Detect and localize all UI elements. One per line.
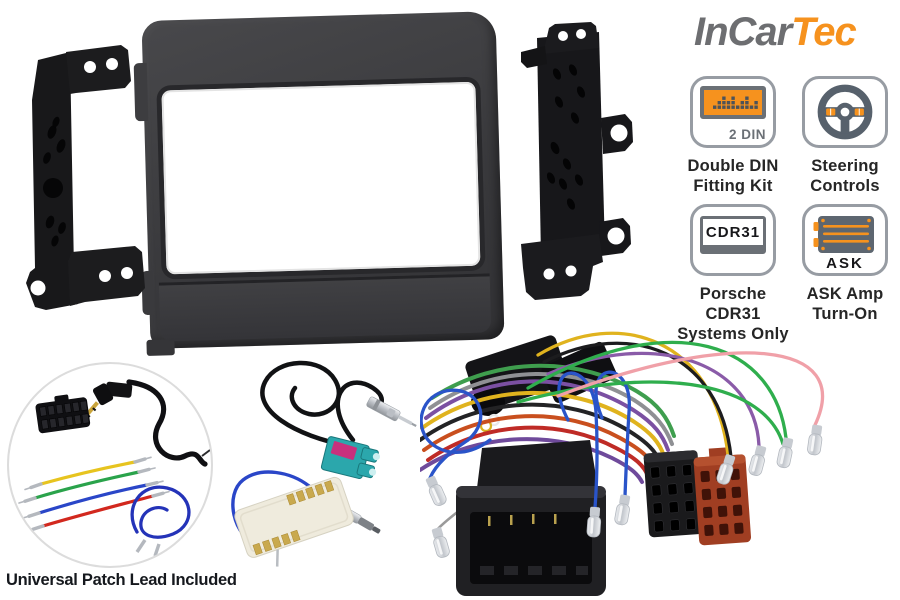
jack-cable xyxy=(126,379,208,467)
din-aerial-plug xyxy=(366,396,417,428)
double-din-radio-icon: 2 DIN xyxy=(690,76,776,148)
feature-label: Porsche CDR31 Systems Only xyxy=(677,285,789,343)
feature-cdr31: CDR31 Porsche CDR31 Systems Only xyxy=(672,204,794,344)
cdr31-badge-text: CDR31 xyxy=(700,216,766,254)
ask-badge-text: ASK xyxy=(826,255,864,272)
brand-logo: InCarTec xyxy=(694,10,890,55)
fascia-foot-tab xyxy=(146,339,175,356)
patch-lead-caption: Universal Patch Lead Included xyxy=(6,571,237,589)
cdr31-screen-icon: CDR31 xyxy=(690,204,776,276)
din-badge-text: 2 DIN xyxy=(728,127,766,142)
feature-ask-amp: ASK ASK Amp Turn-On xyxy=(784,204,900,325)
blue-loops-mid xyxy=(557,370,631,510)
quadlock-connector xyxy=(456,440,606,596)
feature-label: Double DIN Fitting Kit xyxy=(687,157,779,195)
amplifier-icon: ASK xyxy=(802,204,888,276)
mounting-bracket-left xyxy=(26,45,145,310)
jumper-wires xyxy=(18,456,170,532)
wiring-harness-photo xyxy=(420,331,825,596)
feature-label: ASK Amp Turn-On xyxy=(806,285,884,323)
white-connector-block xyxy=(234,476,354,567)
patch-lead-photo xyxy=(7,362,213,568)
fakra-connector xyxy=(320,436,381,480)
blue-loop-left xyxy=(420,388,492,480)
feature-label: Steering Controls xyxy=(810,157,880,195)
mounting-bracket-right xyxy=(521,22,633,300)
blue-coiled-lead xyxy=(130,485,191,557)
equalizer-dots-icon xyxy=(713,96,758,109)
steering-wheel-icon xyxy=(802,76,888,148)
iso-connector-red xyxy=(693,447,752,546)
feature-double-din: 2 DIN Double DIN Fitting Kit xyxy=(672,76,794,197)
iso-connector-black xyxy=(643,450,703,538)
radio-display xyxy=(700,86,766,119)
brand-logo-primary: InCar xyxy=(694,10,792,54)
patch-12pin-connector xyxy=(35,394,91,434)
feature-steering-controls: Steering Controls xyxy=(784,76,900,197)
aux-jack-plug xyxy=(79,381,133,423)
fan-out-wires xyxy=(516,331,825,459)
antenna-adapter-photo xyxy=(231,360,417,567)
aerial-cable xyxy=(260,360,384,449)
brand-logo-accent: Tec xyxy=(791,10,856,54)
fascia-radio-opening xyxy=(161,81,481,275)
fascia-panel xyxy=(133,11,505,356)
